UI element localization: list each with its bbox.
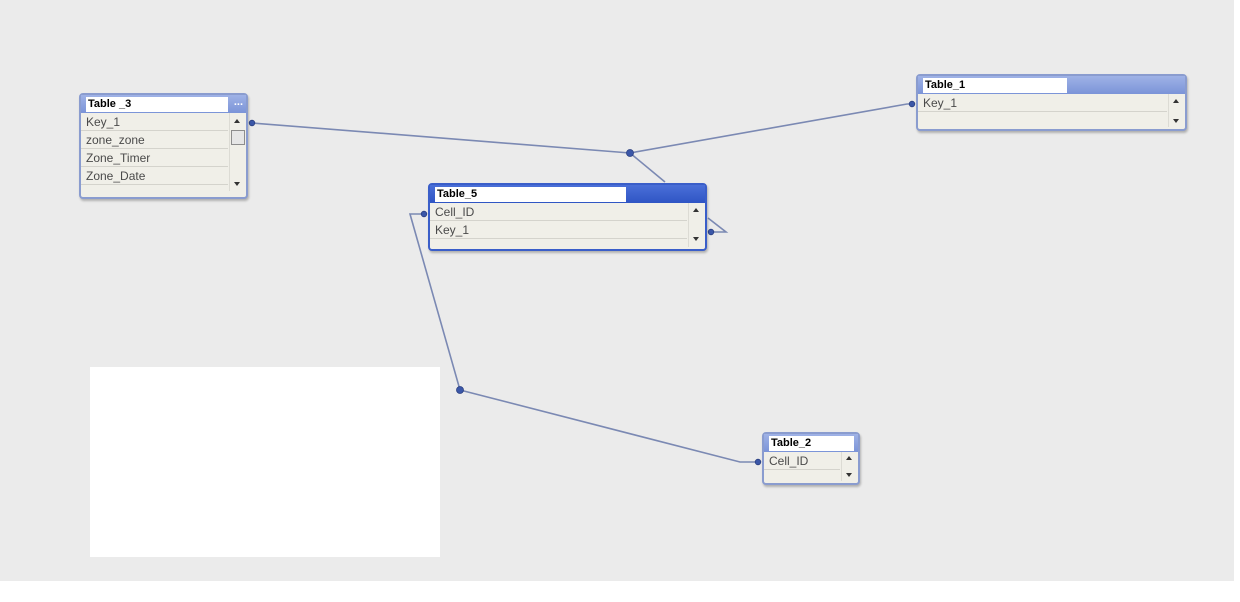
table-title: Table_1 <box>923 78 1067 93</box>
table-field-list[interactable]: Key_1 <box>918 94 1185 127</box>
table-header[interactable]: Table_5 <box>430 185 705 203</box>
port-table5-cellid <box>420 210 428 218</box>
table-box-table1[interactable]: Table_1 Key_1 <box>916 74 1187 131</box>
scroll-up-icon[interactable] <box>693 208 699 212</box>
scroll-down-icon[interactable] <box>234 182 240 186</box>
redacted-panel <box>90 367 440 557</box>
link-table5-key-right <box>707 217 729 233</box>
scroll-thumb[interactable] <box>231 130 245 145</box>
field-cell-id[interactable]: Cell_ID <box>430 203 687 221</box>
link-table5-cellid <box>408 213 461 391</box>
field-zone-zone[interactable]: zone_zone <box>81 131 228 149</box>
table-header[interactable]: Table _3 ... <box>81 95 246 113</box>
table-field-list[interactable]: Cell_ID <box>764 452 858 481</box>
scrollbar[interactable] <box>229 113 246 191</box>
link-table2-cellid <box>459 389 758 463</box>
field-cell-id[interactable]: Cell_ID <box>764 452 840 470</box>
table-header[interactable]: Table_1 <box>918 76 1185 94</box>
port-table2-cellid <box>754 458 762 466</box>
port-table3-key <box>248 119 256 127</box>
port-table1-key <box>908 100 916 108</box>
table-title: Table_2 <box>769 436 854 451</box>
link-table1-key <box>629 103 913 154</box>
scroll-up-icon[interactable] <box>1173 99 1179 103</box>
table-title: Table _3 <box>86 97 228 112</box>
link-node-key <box>626 149 634 157</box>
table-box-table2[interactable]: Table_2 Cell_ID <box>762 432 860 485</box>
field-key-1[interactable]: Key_1 <box>81 113 228 131</box>
table-box-table5[interactable]: Table_5 Cell_ID Key_1 <box>428 183 707 251</box>
table-links <box>248 100 916 466</box>
link-node-cellid <box>456 386 464 394</box>
scroll-up-icon[interactable] <box>234 119 240 123</box>
field-key-1[interactable]: Key_1 <box>430 221 687 239</box>
scroll-up-icon[interactable] <box>846 456 852 460</box>
port-table5-key <box>707 228 715 236</box>
model-canvas[interactable]: Table _3 ... Key_1 zone_zone Zone_Timer … <box>0 0 1234 581</box>
scroll-down-icon[interactable] <box>846 473 852 477</box>
more-indicator[interactable]: ... <box>233 96 243 108</box>
link-table5-key <box>629 152 666 183</box>
table-title: Table_5 <box>435 187 626 202</box>
scrollbar[interactable] <box>688 203 705 247</box>
table-field-list[interactable]: Key_1 zone_zone Zone_Timer Zone_Date <box>81 113 246 191</box>
scrollbar[interactable] <box>1168 94 1185 127</box>
field-zone-date[interactable]: Zone_Date <box>81 167 228 185</box>
field-zone-timer[interactable]: Zone_Timer <box>81 149 228 167</box>
table-field-list[interactable]: Cell_ID Key_1 <box>430 203 705 247</box>
link-table3-key <box>251 122 631 154</box>
table-header[interactable]: Table_2 <box>764 434 858 452</box>
table-box-table3[interactable]: Table _3 ... Key_1 zone_zone Zone_Timer … <box>79 93 248 199</box>
field-key-1[interactable]: Key_1 <box>918 94 1167 112</box>
scroll-down-icon[interactable] <box>693 237 699 241</box>
scroll-down-icon[interactable] <box>1173 119 1179 123</box>
scrollbar[interactable] <box>841 452 858 481</box>
